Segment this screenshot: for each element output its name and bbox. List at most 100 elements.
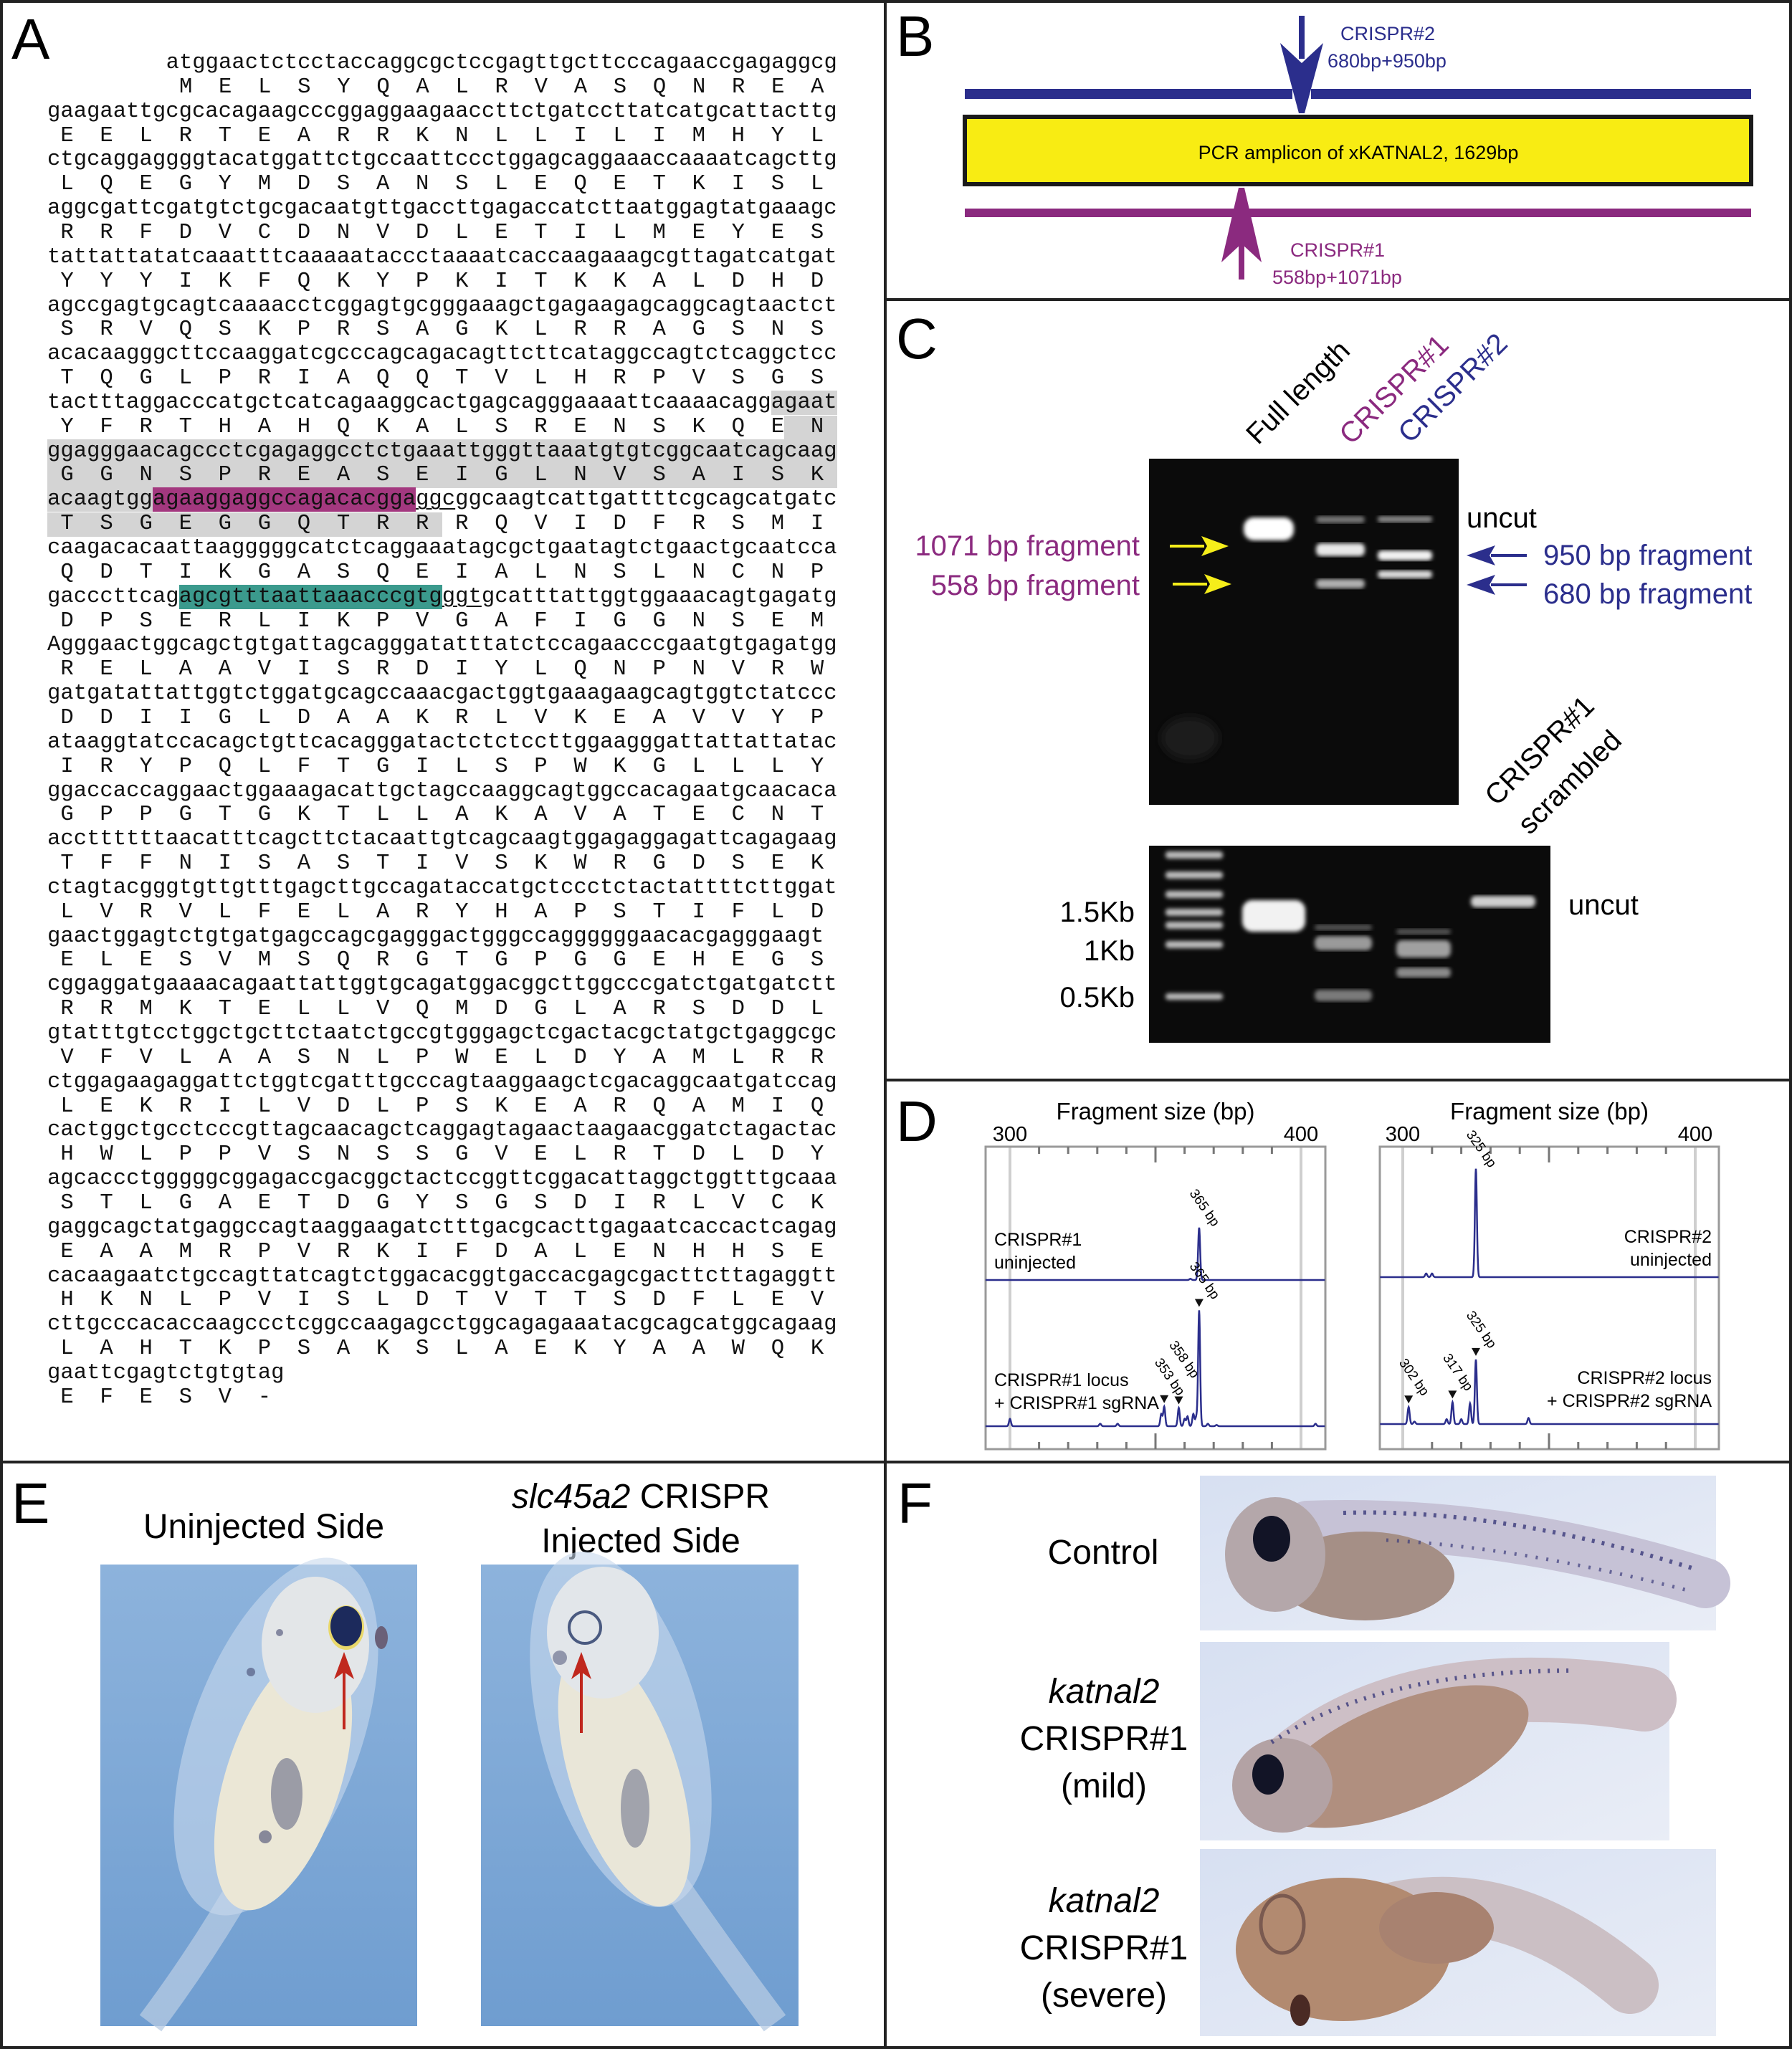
injected-tadpole-photo: [481, 1551, 799, 2032]
dna-sequence-line: ctggagaagaggattctggtcgatttgcccagtaaggaag…: [47, 1069, 837, 1094]
dna-sequence-line: ataaggtatccacagctgttcacagggatactctctcctt…: [47, 730, 837, 755]
gel-band: [1315, 925, 1372, 930]
dna-sequence-line: caagacacaattaagggggcatctcaggaaatagcgctga…: [47, 536, 837, 560]
dna-sequence-line: acacaagggcttccaaggatcgcccagcagacagttcttc…: [47, 342, 837, 367]
amino-acid-line: GPPGTGKTLLAKAVATECNT: [60, 803, 850, 828]
amino-acid-line: EELRTEARRKNLLILIMHYL: [60, 123, 850, 148]
dna-sequence-line: cttgcccacaccaagccctcggccaagagcctggcagaga…: [47, 1312, 837, 1337]
amino-acid-line: DPSERLIKPVGAFIGGNSEM: [60, 608, 850, 634]
control-label: Control: [1048, 1534, 1159, 1572]
title-rest: CRISPR: [630, 1478, 770, 1516]
gel-band: [1378, 550, 1432, 560]
amino-acid-line: SRVQSKPRSAGKLRRAGSNS: [60, 317, 850, 343]
chart-title: Fragment size (bp): [1057, 1098, 1255, 1124]
panel-label-d: D: [896, 1089, 938, 1153]
amino-acid-line: RRMKTELLVQMDGLARSDDL: [60, 997, 850, 1022]
trace-line: [1380, 1359, 1719, 1425]
peak-marker-icon: [1404, 1395, 1414, 1404]
panel-label-c: C: [896, 307, 938, 371]
dna-sequence-line: tactttaggacccatgctcatcagaaggcactgagcaggg…: [47, 390, 837, 416]
gel-band: [1316, 543, 1365, 556]
amino-acid-line: LVRVLFELARYHAPSTIFLD: [60, 899, 850, 925]
eye: [330, 1606, 362, 1646]
trace-label: CRISPR#2: [1624, 1227, 1712, 1247]
crispr1-fragments: 558bp+1071bp: [1272, 267, 1402, 288]
x-tick-label: 400: [1284, 1123, 1318, 1146]
dna-sequence-line: gatgatattattggtctggatgcagccaaacgactggtga…: [47, 682, 837, 707]
ladder-label-1kb: 1Kb: [1084, 935, 1135, 967]
trace-label: + CRISPR#2 sgRNA: [1547, 1391, 1712, 1411]
eye: [1253, 1516, 1290, 1562]
crispr1-cut-arrow-icon: [1221, 188, 1262, 280]
gel-band: [1378, 516, 1432, 522]
injected-side-title: slc45a2 CRISPR: [512, 1478, 770, 1516]
mild-severity-label: (mild): [1061, 1767, 1147, 1805]
dna-sequence-line: gaggcagctatgaggccagtaaggaagatctttgacgcac…: [47, 1215, 837, 1240]
x-tick-label: 300: [993, 1123, 1027, 1146]
dna-segment: ggcaagtcattgattttcgcagcatgatc: [455, 487, 837, 512]
amino-acid-line: TSGEGGQTRRRQVIDFRSMI: [60, 512, 850, 537]
uncut-label-bottom: uncut: [1568, 889, 1639, 921]
gel-top: [1149, 459, 1459, 805]
dna-segment: gcatttattggtggaaacagtgagatg: [481, 584, 837, 609]
chart-title: Fragment size (bp): [1450, 1098, 1649, 1124]
severe-gene-label: katnal2: [1049, 1882, 1160, 1920]
crispr2-label: CRISPR#2: [1340, 23, 1435, 44]
trace-label: uninjected: [1630, 1250, 1712, 1270]
peak-label: 317 bp: [1439, 1351, 1476, 1394]
dna-sequence-line: ctgcaggaggggtacatggattctgccaattccctggagc…: [47, 148, 837, 173]
fragment-558-label: 558 bp fragment: [931, 570, 1140, 601]
crispr1-sgrna-target: agaaggaggccagacacgga: [152, 487, 416, 512]
mild-crispr-label: CRISPR#1: [1020, 1720, 1188, 1758]
amino-acid-line: GGNSPREASEIGLNVSAISK: [60, 463, 850, 488]
dna-segment: tactttaggacccatgctcatcagaaggcactgagcaggg…: [47, 390, 771, 415]
dna-segment: ggagggaacagccctcgagaggcctctgaaattgggttaa…: [47, 439, 837, 464]
amplicon-box: [963, 115, 1753, 186]
trace-line: [1380, 1168, 1719, 1279]
peak-label: 325 bp: [1463, 1309, 1500, 1352]
dna-sequence-line: ctagtacgggtgttgtttgagcttgccagataccatgctc…: [47, 875, 837, 900]
amino-acid-line: HWLPPVSNSSGVELRTDLDY: [60, 1142, 850, 1167]
uninjected-tadpole-photo: [100, 1557, 417, 2032]
dna-sequence-line: accttttttaacatttcagcttctacaattgtcagcaagt…: [47, 827, 837, 852]
dna-sequence-line: acaagtggagaaggaggccagacacggaggcggcaagtca…: [47, 487, 837, 512]
amplicon-diagram: PCR amplicon of xKATNAL2, 1629bp CRISPR#…: [963, 16, 1753, 288]
gel-annotations: 1071 bp fragment 558 bp fragment uncut 9…: [915, 502, 1752, 1013]
gel-band: [1316, 516, 1365, 523]
trace-label: + CRISPR#1 sgRNA: [994, 1393, 1159, 1413]
ladder-label-0-5kb: 0.5Kb: [1059, 982, 1135, 1013]
gel-band: [1316, 579, 1365, 588]
dna-sequence-line: gaagaattgcgcacagaagcccggaggaagaaccttctga…: [47, 99, 837, 124]
control-tadpole-photo: [1200, 1476, 1730, 1630]
amino-acid-line: ELESVMSQRGTGPGGEHEGS: [60, 948, 850, 973]
amino-acid-line: STLGAETDGYSGSDIRLVCK: [60, 1190, 850, 1215]
dna-sequence-line: gaactggagtctgtgatgagccagcgagggactgggccag…: [47, 924, 824, 949]
amino-acid-line: TQGLPRIAQQTVLHRPVSGS: [60, 366, 850, 391]
uninjected-side-title: Uninjected Side: [143, 1508, 384, 1546]
trace-label: CRISPR#2 locus: [1577, 1368, 1712, 1388]
peak-label: 302 bp: [1396, 1356, 1432, 1399]
gel-band: [1242, 900, 1305, 932]
amino-acid-line: RRFDVCDNVDLETILMEYES: [60, 220, 850, 245]
trace-line: [985, 1227, 1325, 1281]
peak-marker-icon: [1448, 1390, 1457, 1399]
amino-acid-line: HKNLPVISLDTVTTSDFLEV: [60, 1288, 850, 1313]
amino-acid-line: LQEGYMDSANSLEQETKISL: [60, 172, 850, 197]
crispr2-fragments: 680bp+950bp: [1328, 50, 1447, 72]
mild-tadpole-photo: [1200, 1642, 1677, 1840]
dna-segment: agaat: [771, 390, 837, 415]
panel-label-f: F: [897, 1471, 933, 1535]
gel-band: [1396, 929, 1451, 935]
amino-acid-line: YYYIKFQKYPKITKKALDHD: [60, 269, 850, 294]
peak-label: 325 bp: [1463, 1128, 1500, 1171]
amino-acid-line: MELSYQALRVASQNREA: [178, 75, 851, 100]
pam-site: ggc: [416, 487, 456, 512]
gel-band: [1315, 990, 1372, 1001]
panel-label-a: A: [11, 7, 50, 71]
x-tick-label: 400: [1678, 1123, 1712, 1146]
ladder-label-1-5kb: 1.5Kb: [1059, 897, 1135, 928]
ladder-lane: [1166, 851, 1223, 1000]
amino-acid-line: YFRTHAHQKALSRENSKQEN: [60, 414, 850, 439]
